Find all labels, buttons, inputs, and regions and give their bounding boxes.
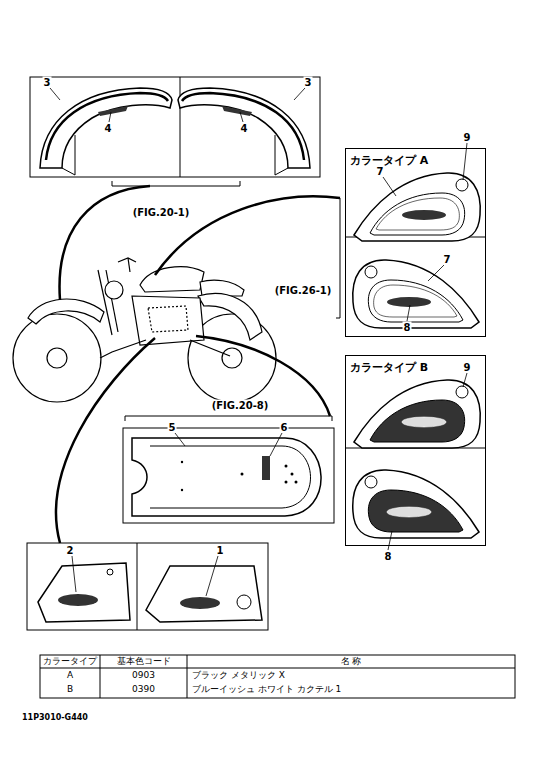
- side-emblem: [58, 594, 98, 606]
- figure-reference: (FIG.26-1): [273, 285, 334, 296]
- seat: [132, 438, 321, 516]
- callout-number: 2: [66, 545, 75, 556]
- table-cell: ブルーイッシュ ホワイト カクテル 1: [192, 685, 341, 695]
- callout-number: 6: [280, 422, 289, 433]
- callout-number: 9: [463, 362, 472, 373]
- seat-emblem: [262, 456, 270, 480]
- figure-reference: (FIG.20-8): [210, 400, 271, 411]
- leader-lines: [50, 88, 305, 122]
- callout-number: 7: [376, 166, 385, 177]
- panel-divider: [180, 77, 181, 177]
- seat-stripe: [150, 446, 311, 508]
- panel-divider: [137, 543, 138, 630]
- table-cell: B: [67, 685, 73, 695]
- callout-number: 3: [304, 77, 313, 88]
- fuel-tank: [353, 260, 479, 328]
- motorcycle: [13, 258, 276, 402]
- panel-frame: [123, 428, 334, 523]
- panel-heading: カラータイプ B: [346, 358, 432, 377]
- figure-reference: (FIG.20-1): [131, 207, 192, 218]
- callout-number: 3: [43, 77, 52, 88]
- side-emblem: [180, 597, 220, 609]
- callout-number: 8: [384, 551, 393, 562]
- table-cell: A: [67, 671, 73, 681]
- leader-lines: [383, 143, 467, 550]
- table-header: 名 称: [341, 657, 362, 667]
- color-type-panel: カラータイプ B: [345, 355, 486, 546]
- callout-number: 9: [463, 132, 472, 143]
- color-table: [40, 655, 515, 698]
- panel-frame: [27, 543, 268, 630]
- bracket: [112, 181, 240, 186]
- leader-lines: [175, 433, 282, 456]
- table-header: カラータイプ: [43, 657, 97, 667]
- fuel-tank: [354, 380, 480, 448]
- side-cover: [38, 563, 130, 622]
- callout-number: 1: [216, 545, 225, 556]
- seat-holes: [181, 461, 298, 491]
- table-cell: ブラック メタリック X: [192, 671, 285, 681]
- panel-frame: [30, 77, 320, 177]
- callout-number: 8: [403, 322, 412, 333]
- reference-lines: [56, 186, 340, 543]
- drawing-code: 11P3010-G440: [22, 714, 88, 723]
- bolt: [107, 569, 113, 575]
- rear-fender: [178, 88, 310, 175]
- table-cell: 0903: [132, 671, 155, 681]
- callout-number: 5: [168, 422, 177, 433]
- color-type-panel: カラータイプ A: [345, 148, 486, 337]
- callout-number: 4: [240, 123, 249, 134]
- table-header: 基本色コード: [117, 657, 171, 667]
- rear-fender: [40, 88, 172, 175]
- key-lock: [237, 595, 251, 609]
- leader-lines: [72, 556, 218, 596]
- side-cover: [146, 566, 262, 622]
- fuel-tank: [353, 470, 479, 538]
- panel-heading: カラータイプ A: [346, 151, 432, 170]
- callout-number: 4: [104, 123, 113, 134]
- bracket: [336, 198, 340, 318]
- callout-number: 7: [443, 254, 452, 265]
- table-cell: 0390: [132, 685, 155, 695]
- bracket: [125, 416, 332, 421]
- fuel-tank: [354, 173, 480, 241]
